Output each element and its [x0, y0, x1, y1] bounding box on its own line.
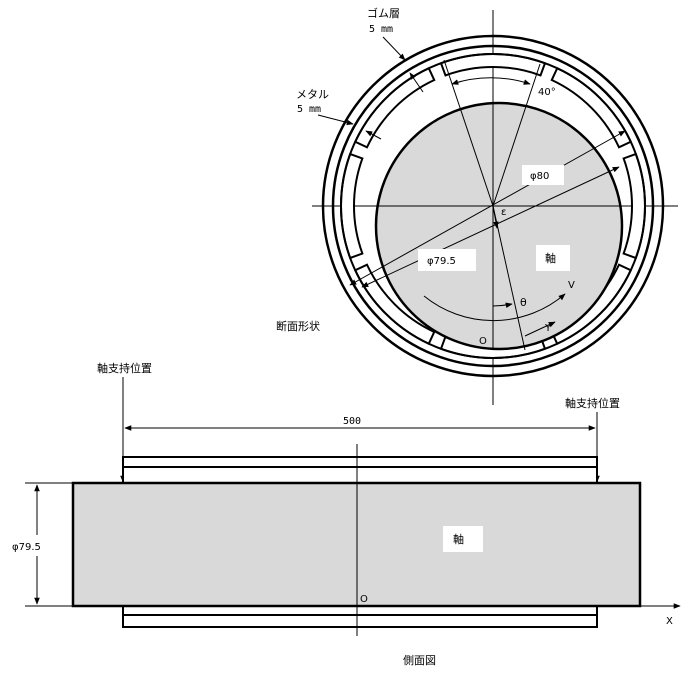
bearing-top: [122, 456, 598, 484]
metal-thickness: 5 mm: [297, 104, 321, 115]
side-shaft-label: 軸: [453, 532, 464, 546]
angle-arc-40: [451, 77, 531, 85]
shaft-label-box: [536, 245, 570, 271]
shaft-cross-section: [374, 101, 624, 351]
dim-phi795-label: φ79.5: [427, 256, 456, 267]
dim-length-label: 500: [343, 416, 361, 427]
rotation-arc: [423, 293, 566, 322]
cross-section-caption: 断面形状: [276, 319, 320, 333]
v-axis-label: V: [568, 280, 575, 291]
eccentricity-label: ε: [501, 207, 506, 218]
housing-inner-ring: [331, 44, 655, 368]
y-axis-label: Y: [544, 323, 552, 334]
theta-arc: [492, 302, 513, 308]
y-axis-arrow: [524, 321, 556, 337]
dim-dia-label: φ79.5: [12, 542, 41, 553]
metal-ring: [340, 53, 646, 359]
metal-label: メタル: [296, 88, 329, 101]
rubber-label: ゴム層: [367, 6, 400, 20]
x-axis-label: X: [666, 616, 673, 627]
support-left-label: 軸支持位置: [97, 361, 152, 375]
side-view-caption: 側面図: [403, 654, 436, 667]
rubber-thickness: 5 mm: [369, 24, 393, 35]
dim-phi795-box: [418, 249, 476, 271]
metal-leader-2: [365, 130, 382, 140]
metal-leader: [317, 114, 354, 126]
angle-label: 40°: [538, 87, 556, 98]
support-right-label: 軸支持位置: [565, 396, 620, 410]
side-shaft-label-box: [443, 526, 483, 552]
rubber-leader-2: [409, 72, 424, 93]
theta-label: θ: [520, 296, 527, 309]
dim-phi795-line: [361, 166, 620, 288]
cross-section: 40° φ80 φ79.5 軸 ε θ V Y O ゴム層 5 mm: [276, 6, 678, 405]
eccentricity-arrow: [492, 205, 499, 229]
shaft-label: 軸: [545, 251, 556, 265]
side-origin-label: O: [360, 594, 368, 605]
cross-origin-label: O: [479, 336, 487, 347]
dim-phi80-label: φ80: [530, 171, 549, 182]
side-view: 軸支持位置 軸支持位置 500 X O φ79.5 軸 側面図: [12, 361, 681, 667]
housing-outer-ring: [321, 34, 665, 378]
rubber-leader: [382, 36, 406, 61]
